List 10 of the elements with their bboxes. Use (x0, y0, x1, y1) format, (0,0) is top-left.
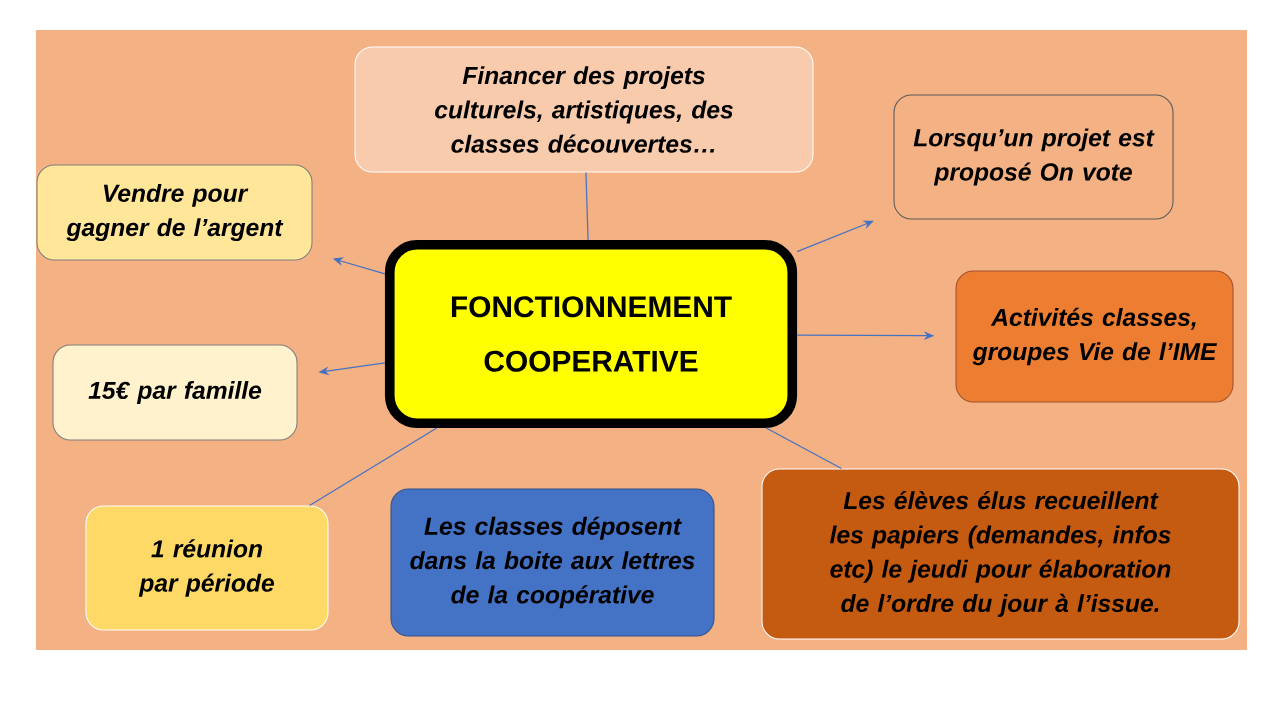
topic-box: Vendre pour gagner de l’argent (36, 164, 313, 261)
topic-box: Les classes déposent dans la boite aux lettres de la coopérative (390, 488, 715, 637)
topic-box: Financer des projets culturels, artistiques, des classes découvertes… (354, 46, 814, 173)
central-box: FONCTIONNEMENT COOPERATIVE (384, 239, 798, 429)
topic-box: 15€ par famille (52, 344, 298, 441)
connector-arrow (796, 220, 874, 253)
topic-box: Activités classes, groupes Vie de l’IME (955, 270, 1234, 403)
topic-box: Lorsqu’un projet est proposé On vote (893, 94, 1174, 220)
topic-box: Les élèves élus recueillent les papiers (demandes, infos etc) le jeudi pour élaboration de l’ordre du jour à l’issue. (761, 468, 1240, 640)
topic-box: 1 réunion par période (85, 505, 329, 631)
